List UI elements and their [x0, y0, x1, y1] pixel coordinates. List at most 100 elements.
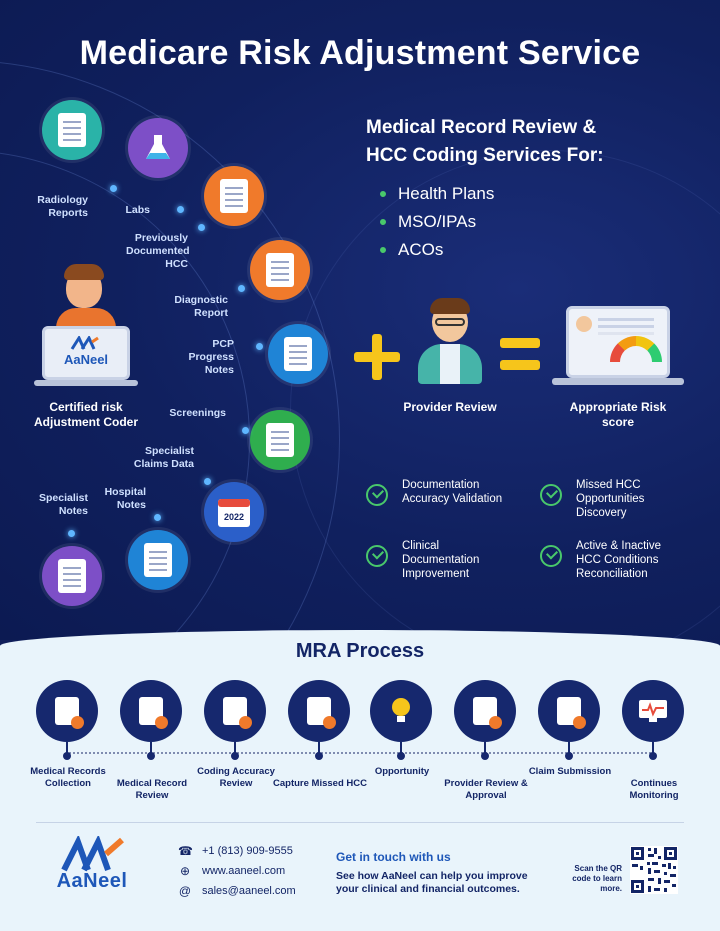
- cta-title: Get in touch with us: [336, 850, 451, 864]
- orbit-label: Hospital Notes: [104, 486, 146, 511]
- check-circle-icon: [540, 484, 562, 506]
- records-collection-icon: [36, 680, 98, 742]
- check-circle-icon: [366, 484, 388, 506]
- orbit-node: [68, 530, 75, 537]
- specialist-notes-icon: [42, 546, 102, 606]
- laptop-illustration: [42, 326, 130, 380]
- mra-title: MRA Process: [295, 640, 425, 662]
- footer-divider: [36, 822, 684, 823]
- screening-clipboard-icon: [250, 410, 310, 470]
- coder-hair: [64, 264, 104, 280]
- scan-text: Scan the QR code to learn more.: [572, 864, 622, 893]
- services-item-label: ACOs: [398, 240, 444, 259]
- hospital-notes-icon: [128, 530, 188, 590]
- contact-email[interactable]: @ sales@aaneel.com: [178, 884, 296, 898]
- phone-icon: ☎: [178, 844, 193, 858]
- calendar-2022-icon: 2022: [204, 482, 264, 542]
- services-list-item: MSO/IPAs: [380, 208, 494, 236]
- process-step-label: Provider Review & Approval: [444, 778, 528, 801]
- feature-text: Active & Inactive HCC Conditions Reconci…: [576, 540, 662, 580]
- services-item-label: Health Plans: [398, 184, 495, 203]
- laptop-base: [34, 380, 138, 386]
- orbit-node: [110, 185, 117, 192]
- orbit-label: Specialist Claims Data: [133, 445, 194, 470]
- orbit-label: Screenings: [169, 407, 226, 419]
- process-step-label: Continues Monitoring: [629, 778, 679, 801]
- laptop-logo-text: AaNeel: [63, 352, 109, 367]
- page-title: Medicare Risk Adjustment Service: [79, 34, 641, 72]
- plus-icon: [354, 334, 400, 380]
- services-list-item: ACOs: [380, 236, 494, 264]
- orbit-label: Specialist Notes: [38, 492, 88, 517]
- orbit-label: Labs: [125, 204, 150, 216]
- globe-icon: ⊕: [179, 864, 191, 878]
- check-circle-icon: [540, 545, 562, 567]
- diagnostic-report-icon: [250, 240, 310, 300]
- coder-label: Certified risk Adjustment Coder: [33, 400, 138, 429]
- website-text: www.aaneel.com: [202, 865, 286, 877]
- orbit-node: [204, 478, 211, 485]
- check-circle-icon: [366, 545, 388, 567]
- feature-item: Documentation Accuracy Validation: [366, 478, 512, 506]
- feature-item: Clinical Documentation Improvement: [366, 539, 512, 581]
- orbit-node: [177, 206, 184, 213]
- orbit-label: Diagnostic Report: [174, 294, 228, 319]
- process-step-label: Medical Record Review: [116, 778, 188, 801]
- orbit-node: [198, 224, 205, 231]
- process-step-label: Coding Accuracy Review: [197, 766, 275, 789]
- feature-text: Missed HCC Opportunities Discovery: [576, 479, 645, 519]
- monitoring-icon: [622, 680, 684, 742]
- qr-code-icon[interactable]: [630, 846, 678, 894]
- equals-icon: [500, 338, 540, 370]
- orbit-node: [154, 514, 161, 521]
- provider-label: Provider Review: [403, 400, 497, 414]
- capture-hcc-icon: [288, 680, 350, 742]
- monitor-text-lines: [598, 318, 654, 321]
- stethoscope-document-icon: [204, 166, 264, 226]
- aaneel-logo-icon: [61, 836, 124, 872]
- bullet-icon: [380, 247, 386, 253]
- coder-illustration: [56, 308, 116, 330]
- bullet-icon: [380, 191, 386, 197]
- process-step-label: Medical Records Collection: [30, 766, 106, 789]
- radiology-report-icon: [42, 100, 102, 160]
- monitor-base: [552, 378, 684, 385]
- feature-text: Documentation Accuracy Validation: [402, 479, 503, 505]
- process-step-label: Opportunity: [374, 766, 430, 777]
- email-text: sales@aaneel.com: [202, 885, 296, 897]
- services-heading-line: HCC Coding Services For:: [366, 145, 604, 166]
- lightbulb-icon: [370, 680, 432, 742]
- feature-item: Missed HCC Opportunities Discovery: [540, 478, 686, 520]
- provider-illustration: [416, 298, 484, 386]
- lab-flask-icon: [128, 118, 188, 178]
- services-heading: Medical Record Review & HCC Coding Servi…: [366, 114, 696, 170]
- services-list-item: Health Plans: [380, 180, 494, 208]
- orbit-label: Previously Documented HCC: [126, 232, 190, 270]
- services-item-label: MSO/IPAs: [398, 212, 477, 231]
- email-icon: @: [178, 884, 192, 898]
- process-step-label: Claim Submission: [528, 766, 612, 777]
- claim-submission-icon: [538, 680, 600, 742]
- contact-phone[interactable]: ☎ +1 (813) 909-9555: [178, 844, 293, 858]
- feature-text: Clinical Documentation Improvement: [402, 540, 480, 580]
- provider-approval-icon: [454, 680, 516, 742]
- process-connector: [66, 752, 654, 766]
- process-step-label: Capture Missed HCC: [273, 778, 367, 789]
- contact-website[interactable]: ⊕ www.aaneel.com: [178, 864, 285, 878]
- orbit-label: PCP Progress Notes: [188, 338, 234, 376]
- gauge-center: [620, 346, 652, 362]
- orbit-node: [238, 285, 245, 292]
- progress-notes-icon: [268, 324, 328, 384]
- orbit-node: [256, 343, 263, 350]
- risk-score-label: Appropriate Risk score: [569, 400, 667, 429]
- footer-logo-text: AaNeel: [56, 870, 128, 892]
- feature-item: Active & Inactive HCC Conditions Reconci…: [540, 539, 686, 581]
- record-review-icon: [120, 680, 182, 742]
- phone-text: +1 (813) 909-9555: [202, 845, 293, 857]
- coding-review-icon: [204, 680, 266, 742]
- cta-text: See how AaNeel can help you improve your…: [336, 870, 528, 895]
- patient-avatar: [576, 316, 592, 332]
- orbit-label: Radiology Reports: [37, 194, 88, 219]
- orbit-node: [242, 427, 249, 434]
- mra-section: [0, 630, 720, 931]
